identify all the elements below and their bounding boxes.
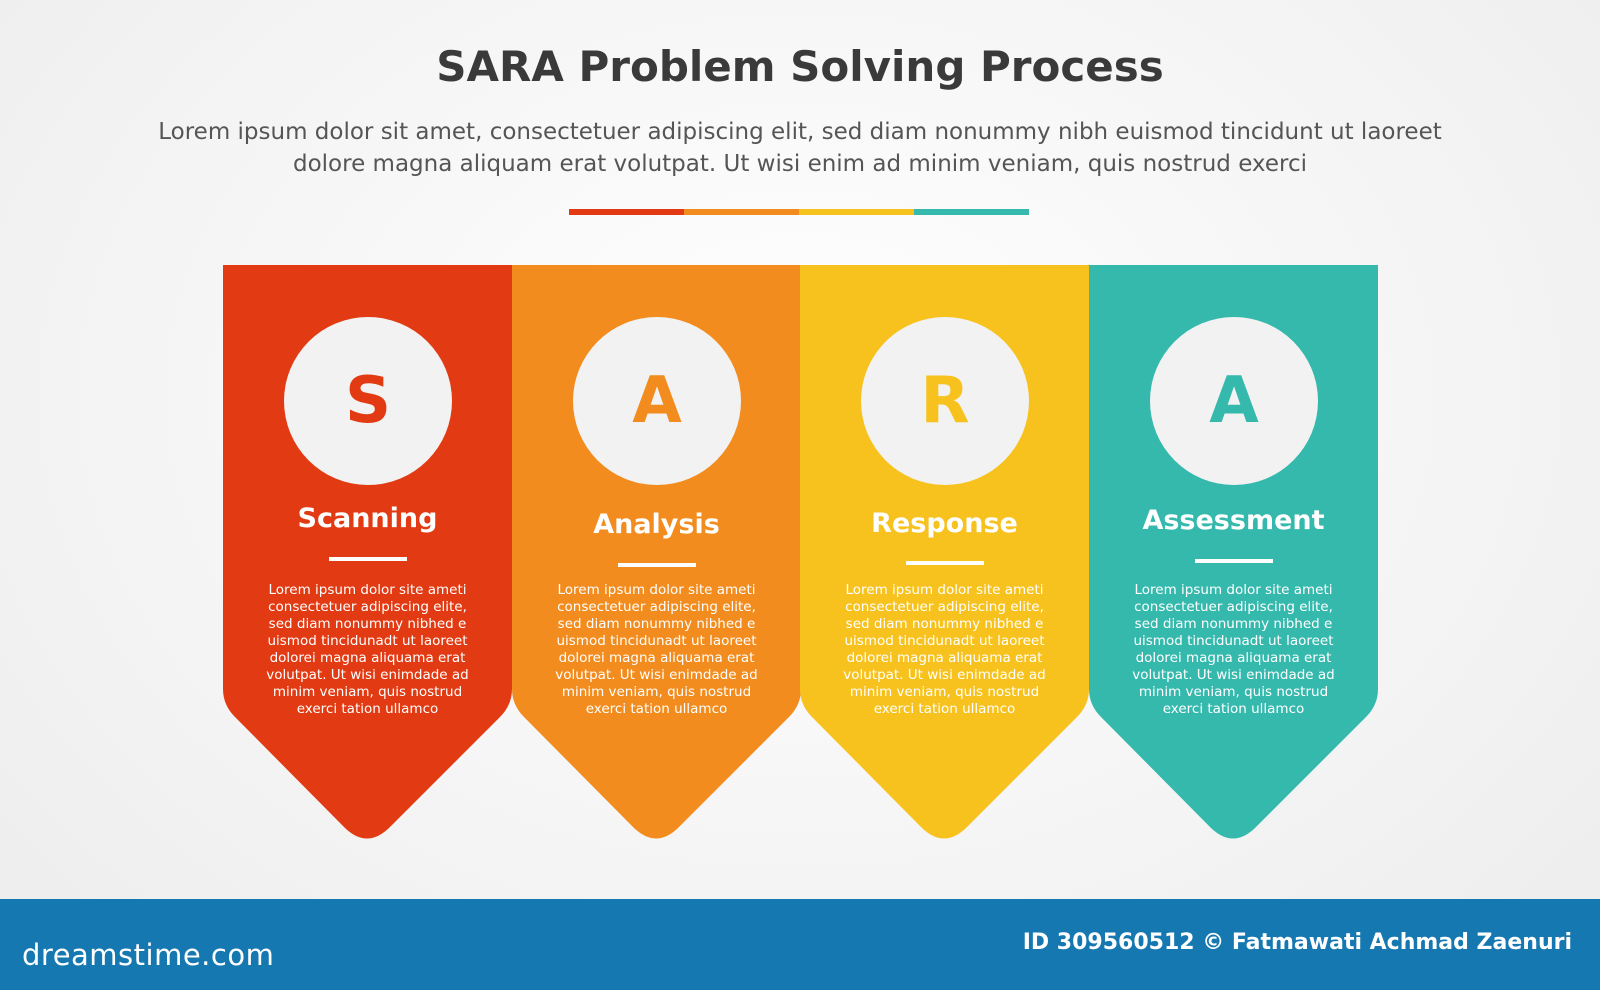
footer-bar [0,899,1600,990]
step-card-2: A Analysis Lorem ipsum dolor site ameti … [512,265,801,844]
step-letter: A [1209,364,1259,438]
page-subtitle: Lorem ipsum dolor sit amet, consectetuer… [158,119,1442,177]
color-bar [569,209,1029,215]
footer-credit: ID 309560512 © Fatmawati Achmad Zaenuri [1022,930,1572,955]
step-label: Assessment [1142,505,1325,536]
color-bar-segment-1 [569,209,684,215]
color-bar-segment-4 [914,209,1029,215]
step-description: Lorem ipsum dolor site ameti consectetue… [1132,582,1335,717]
step-card-4: A Assessment Lorem ipsum dolor site amet… [1089,265,1378,844]
step-description: Lorem ipsum dolor site ameti consectetue… [843,582,1046,717]
step-label: Analysis [593,509,720,540]
color-bar-segment-2 [684,209,799,215]
step-description: Lorem ipsum dolor site ameti consectetue… [555,582,758,717]
step-label: Scanning [297,503,438,534]
step-letter-circle: A [1150,317,1318,485]
step-divider [906,561,984,565]
step-label: Response [871,508,1018,539]
step-letter: A [632,364,682,438]
step-divider [618,563,696,567]
step-letter: R [920,364,970,438]
step-letter-circle: R [861,317,1029,485]
step-card-1: S Scanning Lorem ipsum dolor site ameti … [223,265,512,844]
color-bar-segment-3 [799,209,914,215]
step-letter: S [344,364,392,438]
footer-logo: dreamstime.com [22,938,275,972]
step-description: Lorem ipsum dolor site ameti consectetue… [266,582,469,717]
step-divider [1195,559,1273,563]
step-divider [329,557,407,561]
step-card-3: R Response Lorem ipsum dolor site ameti … [800,265,1089,844]
step-letter-circle: A [573,317,741,485]
step-letter-circle: S [284,317,452,485]
page-title: SARA Problem Solving Process [436,42,1164,91]
